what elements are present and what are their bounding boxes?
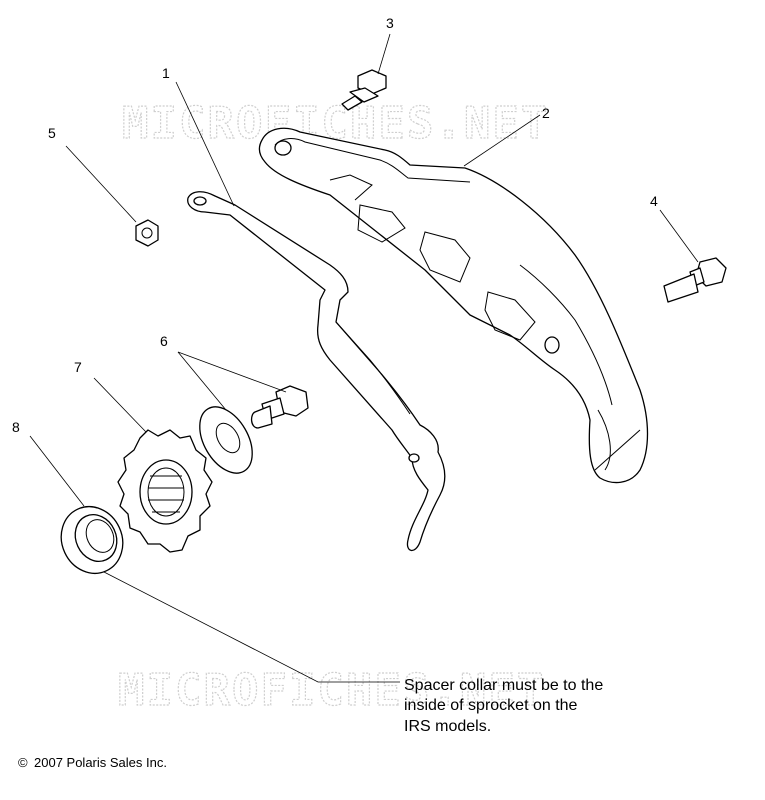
callout-5: 5	[48, 125, 56, 141]
note-line-2: inside of sprocket on the	[404, 697, 578, 714]
chain-guard-part	[258, 127, 649, 484]
copyright-symbol: ©	[18, 755, 28, 770]
bolt-washer-part	[199, 385, 309, 474]
nut-part	[135, 219, 159, 247]
copyright-notice: © 2007 Polaris Sales Inc.	[18, 755, 167, 770]
callout-8: 8	[12, 419, 20, 435]
sprocket-part	[117, 429, 213, 553]
bolt-top-part	[341, 69, 387, 111]
watermark-bottom: MICROFICHES.NET	[118, 665, 545, 716]
note-line-1: Spacer collar must be to the	[404, 677, 603, 694]
callout-1: 1	[162, 65, 170, 81]
callout-4: 4	[650, 193, 658, 209]
spacer-collar-part	[60, 506, 124, 574]
callout-7: 7	[74, 359, 82, 375]
bracket-arm-part	[187, 191, 446, 552]
leader-lines	[29, 33, 699, 683]
callout-2: 2	[542, 105, 550, 121]
note-line-3: IRS models.	[404, 718, 491, 735]
callout-3: 3	[386, 15, 394, 31]
bolt-right-part	[663, 257, 727, 303]
spacer-collar-note: Spacer collar must be to the inside of s…	[404, 677, 603, 735]
copyright-text: 2007 Polaris Sales Inc.	[34, 755, 167, 770]
callout-6: 6	[160, 333, 168, 349]
